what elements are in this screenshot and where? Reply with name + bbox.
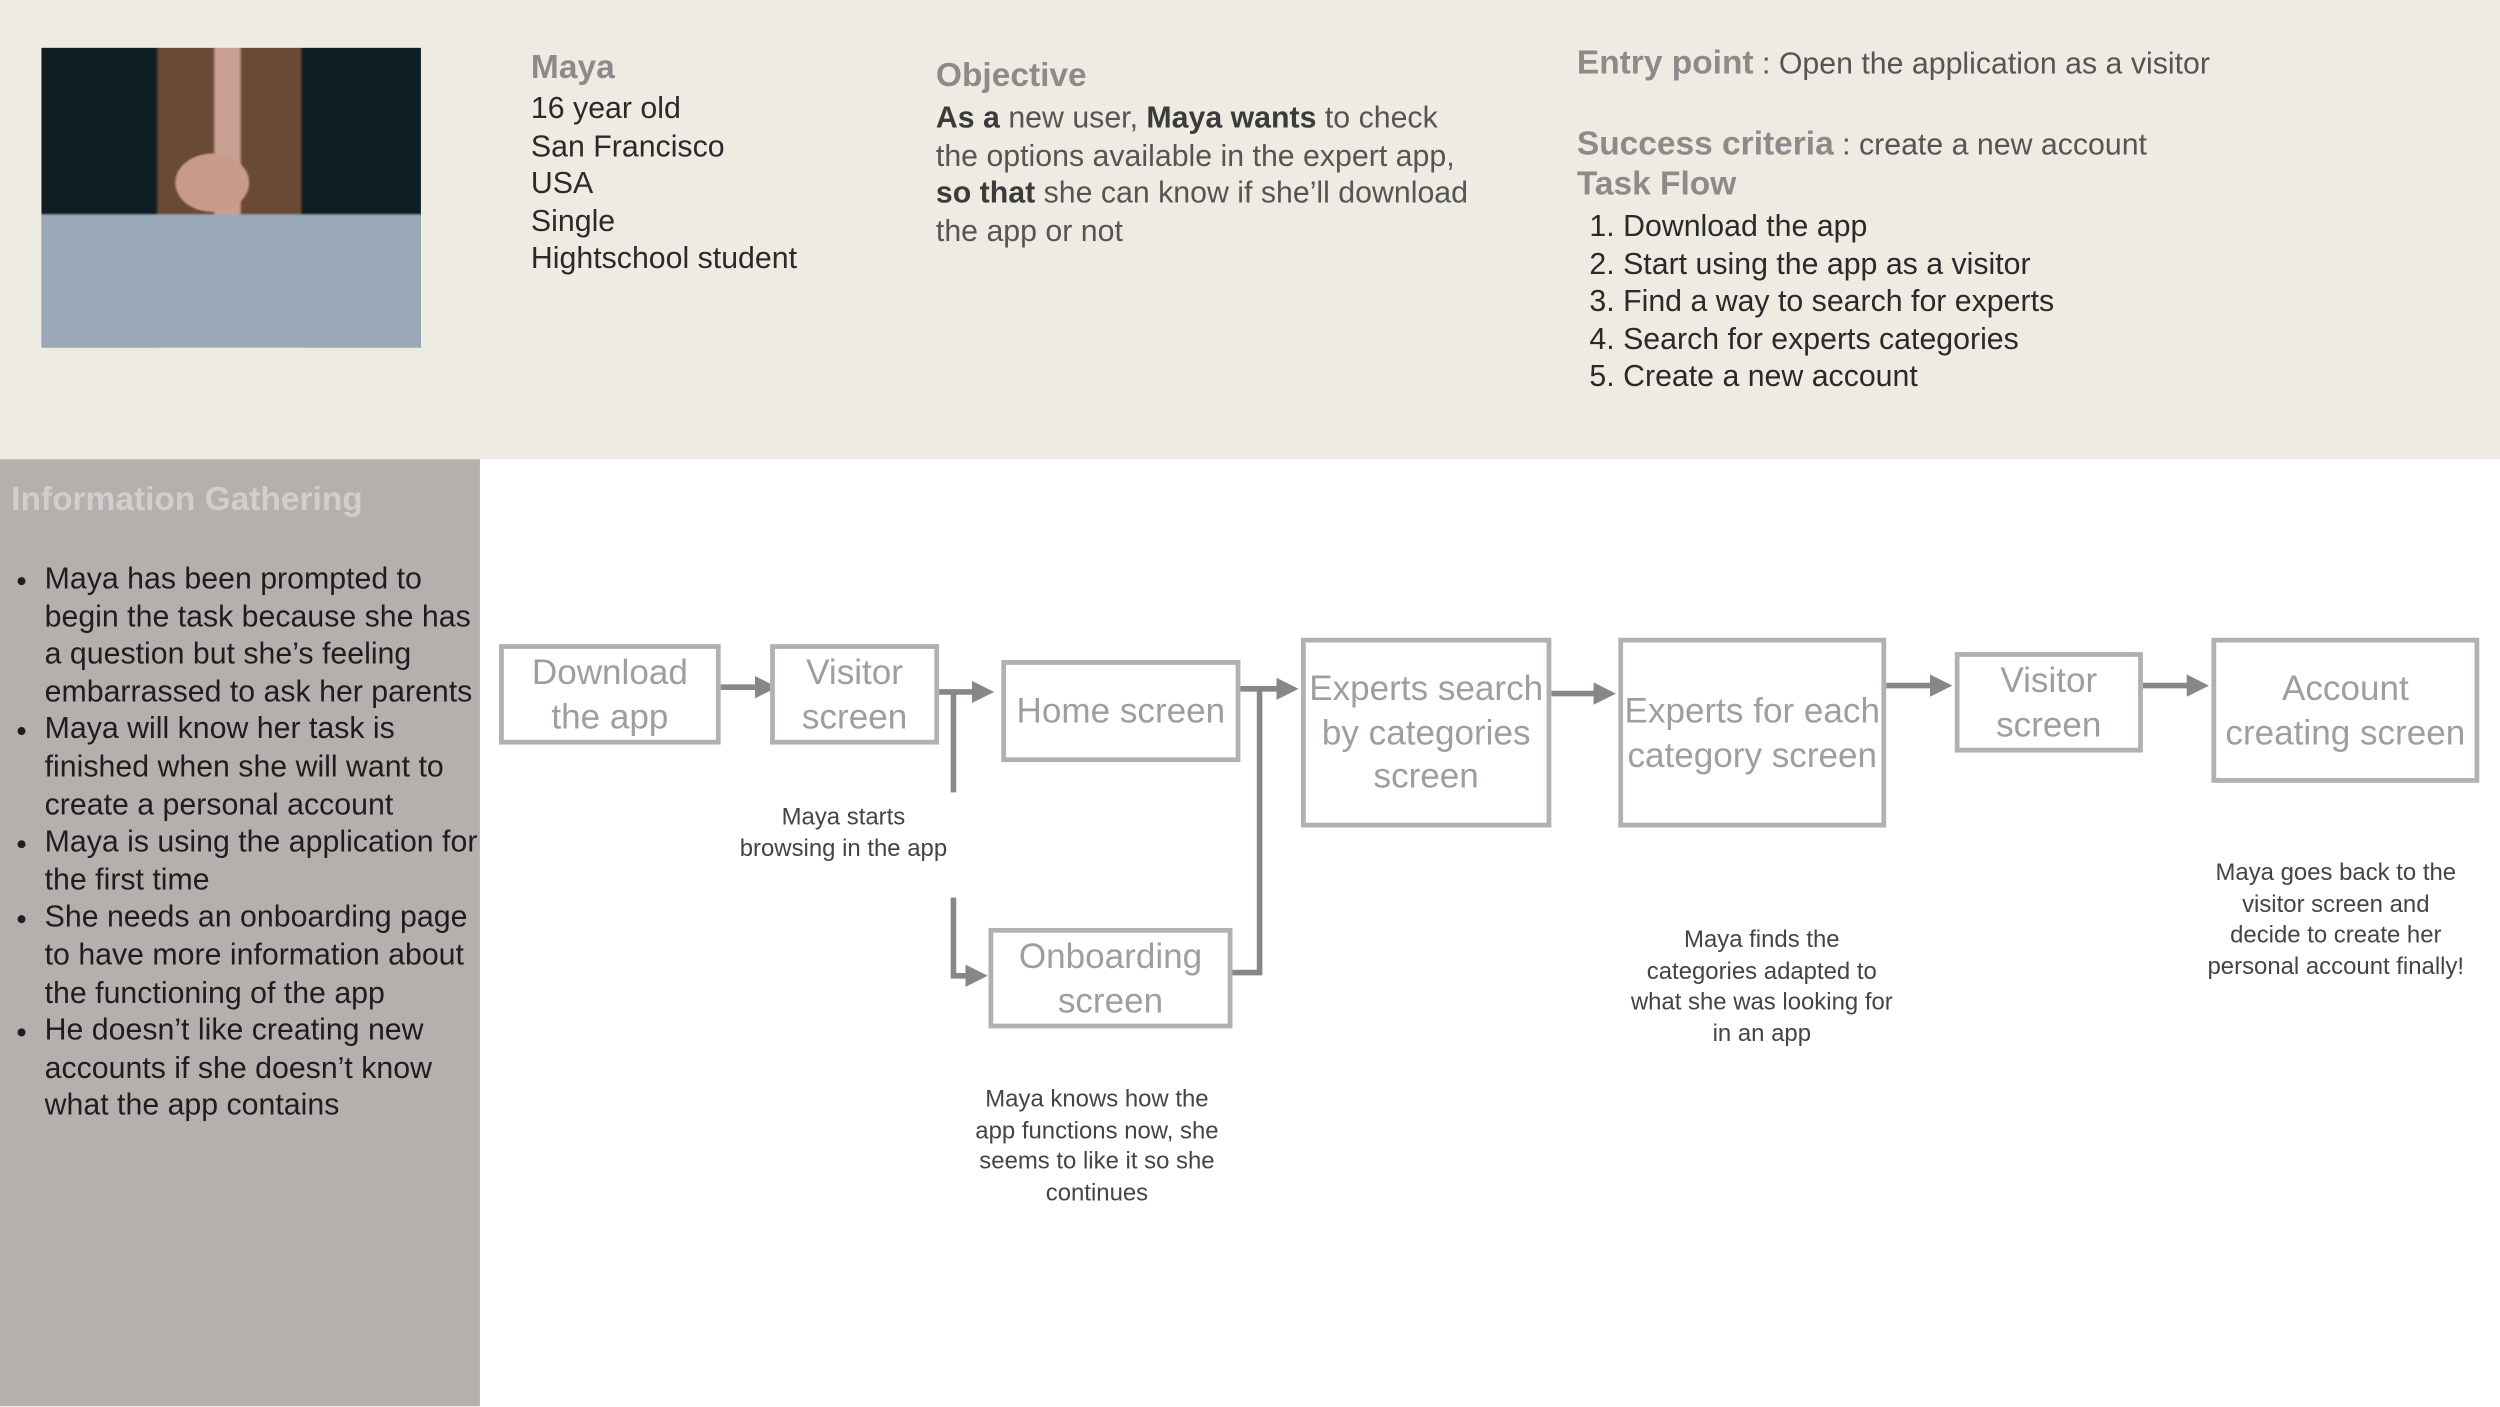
task-step: Create a new account [1623, 359, 2054, 397]
task-step: Search for experts categories [1623, 322, 2054, 360]
box-experts-each-category: Experts for each category screen [1618, 637, 1887, 828]
task-flow-steps: Download the app Start using the app as … [1577, 209, 2054, 397]
connector-onboarding-experts [1230, 688, 1263, 976]
entry-point: Entry point : Open the application as a … [1577, 45, 2263, 84]
box-visitor-screen-2: Visitor screen [1954, 652, 2143, 753]
box-home-screen: Home screen [1001, 660, 1241, 763]
note-browsing: Maya starts browsing in the app [739, 803, 948, 863]
note-account: Maya goes back to the visitor screen and… [2207, 859, 2465, 981]
obj-text: to check the options available in the ex… [935, 102, 1455, 174]
sep: : [1753, 47, 1779, 82]
obj-text: new user, [999, 102, 1147, 136]
task-step: Download the app [1623, 209, 2054, 247]
note-onboarding: Maya knows how the app functions now, sh… [975, 1085, 1219, 1208]
task-step: Find a way to search for experts [1623, 284, 2054, 322]
box-account-creating: Account creating screen [2211, 637, 2480, 783]
success-value: create a new account [1858, 129, 2147, 163]
persona-city: San Francisco [530, 130, 725, 164]
success-label: Success criteria [1576, 125, 1834, 163]
info-list: Maya has been prompted to begin the task… [13, 561, 479, 1125]
persona-header: Maya 16 year old San Francisco USA Singl… [0, 0, 2500, 460]
objective-text: As a new user, Maya wants to check the o… [936, 100, 1470, 250]
note-categories: Maya finds the categories adapted to wha… [1630, 926, 1893, 1048]
arrow-visitor-onboarding [950, 897, 988, 987]
box-experts-search: Experts search by categories screen [1301, 637, 1552, 828]
info-item: He doesn’t like creating new accounts if… [45, 1013, 479, 1126]
task-flow-heading: Task Flow [1576, 165, 1737, 203]
persona-country: USA [530, 167, 594, 202]
persona-age: 16 year old [530, 92, 681, 126]
info-item: Maya has been prompted to begin the task… [45, 561, 479, 711]
persona-details: 16 year old San Francisco USA Single Hig… [531, 91, 797, 279]
persona-photo [41, 47, 421, 348]
info-item: Maya is using the application for the fi… [45, 825, 479, 900]
box-onboarding-screen: Onboarding screen [988, 927, 1233, 1029]
task-step: Start using the app as a visitor [1623, 246, 2054, 284]
persona-name: Maya [530, 49, 615, 87]
box-download-app: Download the app [499, 644, 721, 745]
persona-occupation: Hightschool student [530, 242, 798, 277]
entry-value: Open the application as a visitor [1778, 47, 2210, 82]
obj-so-that: so that [935, 177, 1036, 211]
entry-label: Entry point [1576, 44, 1754, 82]
persona-status: Single [530, 205, 616, 239]
sep: : [1833, 129, 1859, 163]
info-item: She needs an onboarding page to have mor… [45, 900, 479, 1013]
info-item: Maya will know her task is finished when… [45, 712, 479, 825]
information-gathering-panel: Information Gathering Maya has been prom… [0, 459, 480, 1407]
box-visitor-screen: Visitor screen [770, 644, 940, 745]
obj-text: she can know if she’ll download the app … [935, 177, 1468, 249]
obj-as-a: As a [935, 102, 1000, 136]
objective-heading: Objective [935, 57, 1087, 95]
sidebar-title: Information Gathering [11, 481, 363, 519]
obj-wants: Maya wants [1146, 102, 1317, 136]
success-criteria: Success criteria : create a new account [1577, 126, 2147, 165]
